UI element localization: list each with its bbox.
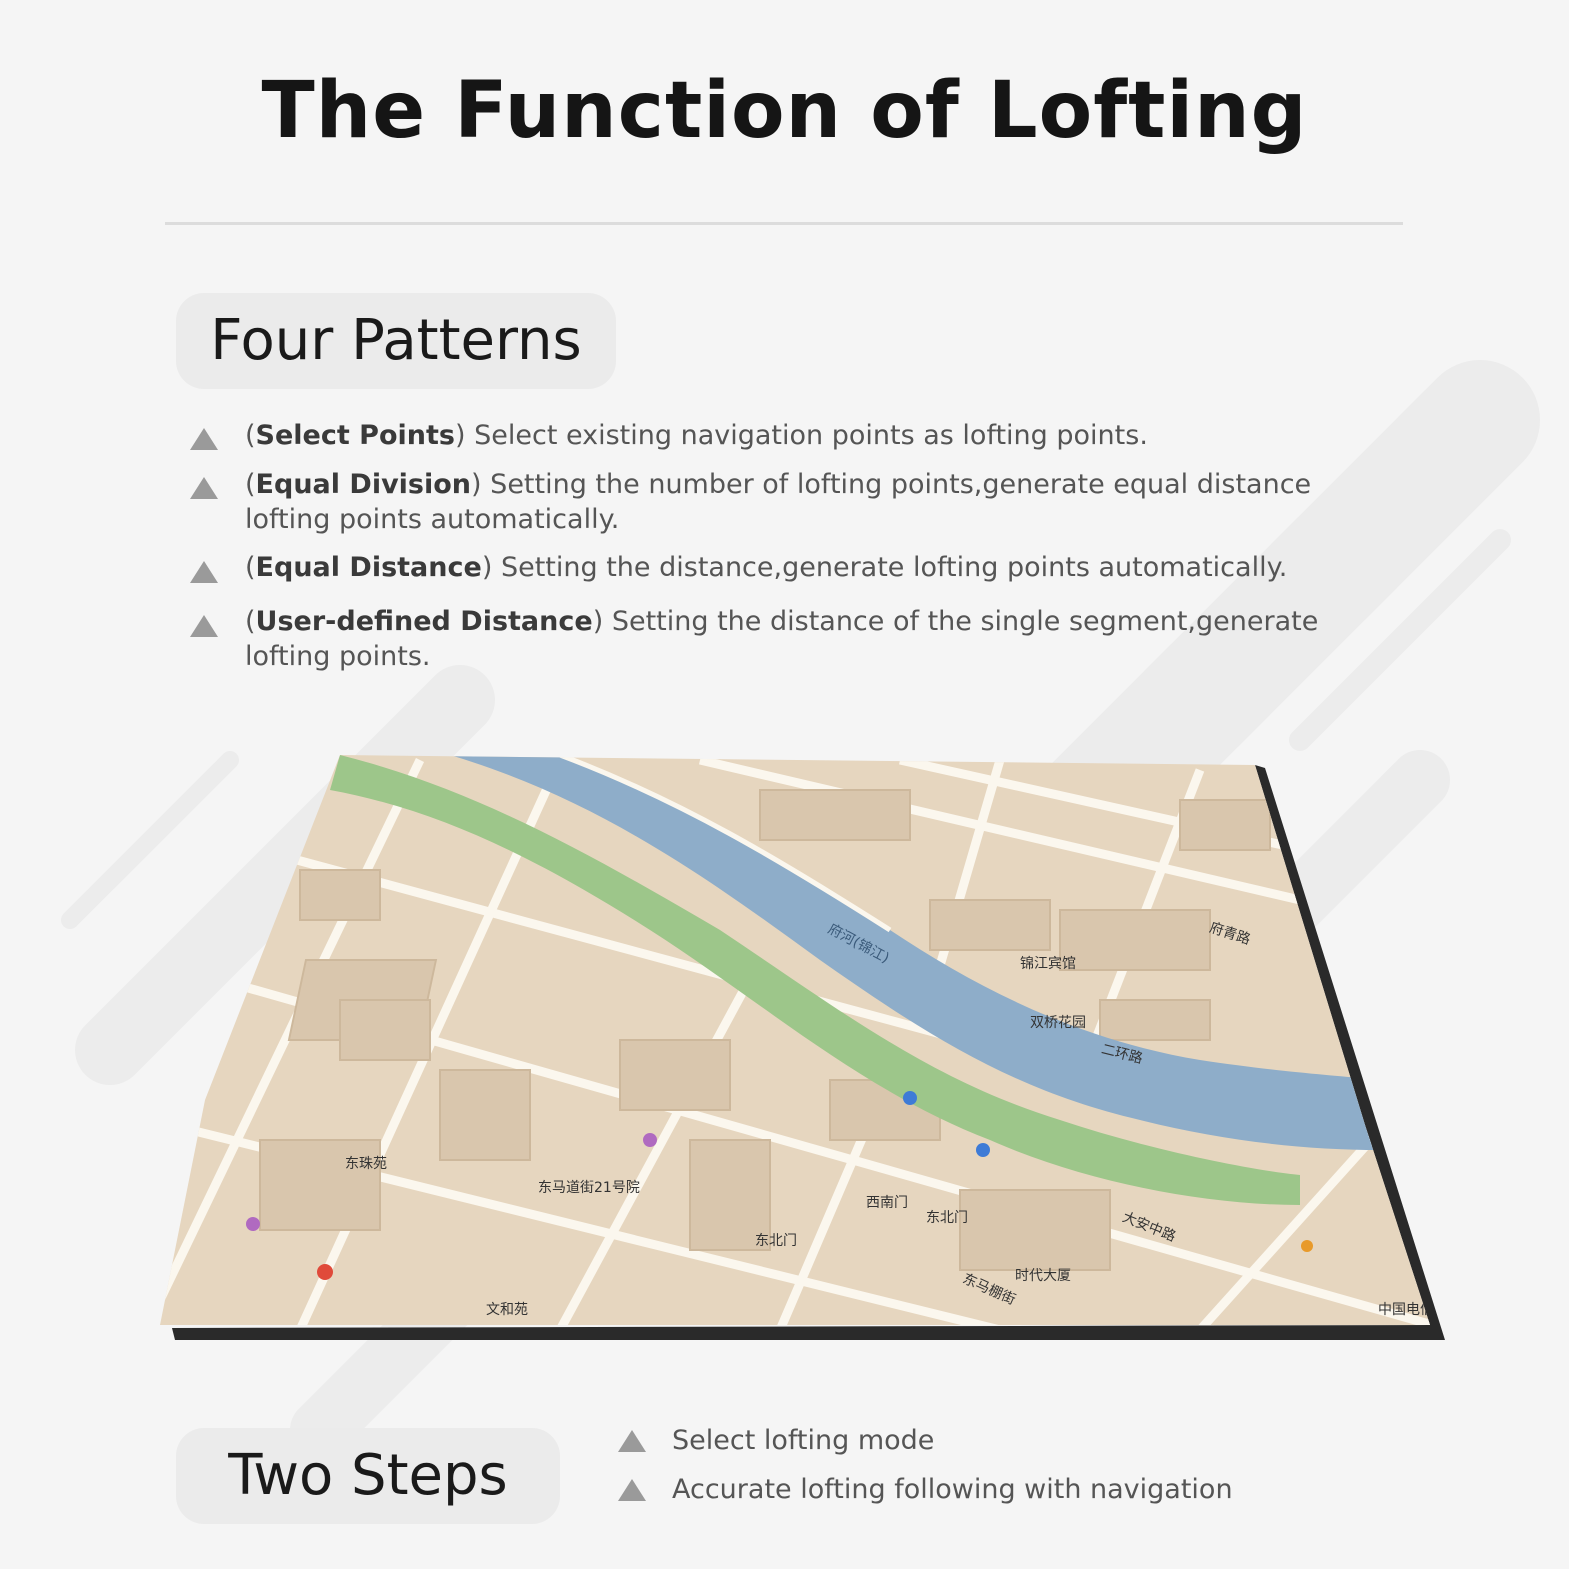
map-label: 文和苑 — [486, 1302, 528, 1318]
map-label: 锦江宾馆 — [1020, 955, 1076, 972]
map-poi-icon — [643, 1133, 657, 1147]
pattern-item: (Select Points) Select existing navigati… — [245, 420, 1148, 451]
triangle-bullet-icon — [618, 1479, 646, 1501]
map-label: 中国电信 — [1378, 1302, 1434, 1318]
two-steps-heading: Two Steps — [176, 1428, 560, 1524]
map-label: 东北门 — [755, 1233, 797, 1249]
triangle-bullet-icon — [190, 428, 218, 450]
map-poi-icon — [246, 1217, 260, 1231]
page-title: The Function of Lofting — [261, 66, 1308, 156]
map-label: 双桥花园 — [1030, 1015, 1086, 1031]
pattern-item: (Equal Division) Setting the number of l… — [245, 469, 1312, 535]
step-item: Select lofting mode — [672, 1425, 935, 1456]
map-label: 东珠苑 — [345, 1156, 387, 1172]
triangle-bullet-icon — [618, 1430, 646, 1452]
map-poi-icon — [1301, 1240, 1313, 1252]
map-poi-icon — [317, 1264, 333, 1280]
pattern-desc: Setting the distance of the single segme… — [245, 606, 1319, 672]
map-poi-icon — [903, 1091, 917, 1105]
triangle-bullet-icon — [190, 477, 218, 499]
map-label: 西南门 — [866, 1195, 908, 1211]
pattern-term: User-defined Distance — [255, 606, 593, 637]
pattern-desc: Setting the distance,generate lofting po… — [492, 552, 1288, 583]
triangle-bullet-icon — [190, 561, 218, 583]
pattern-desc: Setting the number of lofting points,gen… — [245, 469, 1312, 535]
pattern-desc: Select existing navigation points as lof… — [465, 420, 1148, 451]
step-item: Accurate lofting following with navigati… — [672, 1474, 1233, 1505]
pattern-term: Equal Distance — [255, 552, 482, 583]
map-label: 时代大厦 — [1015, 1268, 1071, 1284]
map-label: 东马道街21号院 — [538, 1180, 640, 1196]
map-label: 东北门 — [926, 1210, 968, 1226]
triangle-bullet-icon — [190, 615, 218, 637]
title-divider — [165, 222, 1403, 225]
pattern-item: (Equal Distance) Setting the distance,ge… — [245, 552, 1288, 583]
map-poi-icon — [976, 1143, 990, 1157]
pattern-item: (User-defined Distance) Setting the dist… — [245, 606, 1319, 672]
pattern-term: Select Points — [255, 420, 455, 451]
four-patterns-heading: Four Patterns — [176, 293, 616, 389]
pattern-term: Equal Division — [255, 469, 472, 500]
